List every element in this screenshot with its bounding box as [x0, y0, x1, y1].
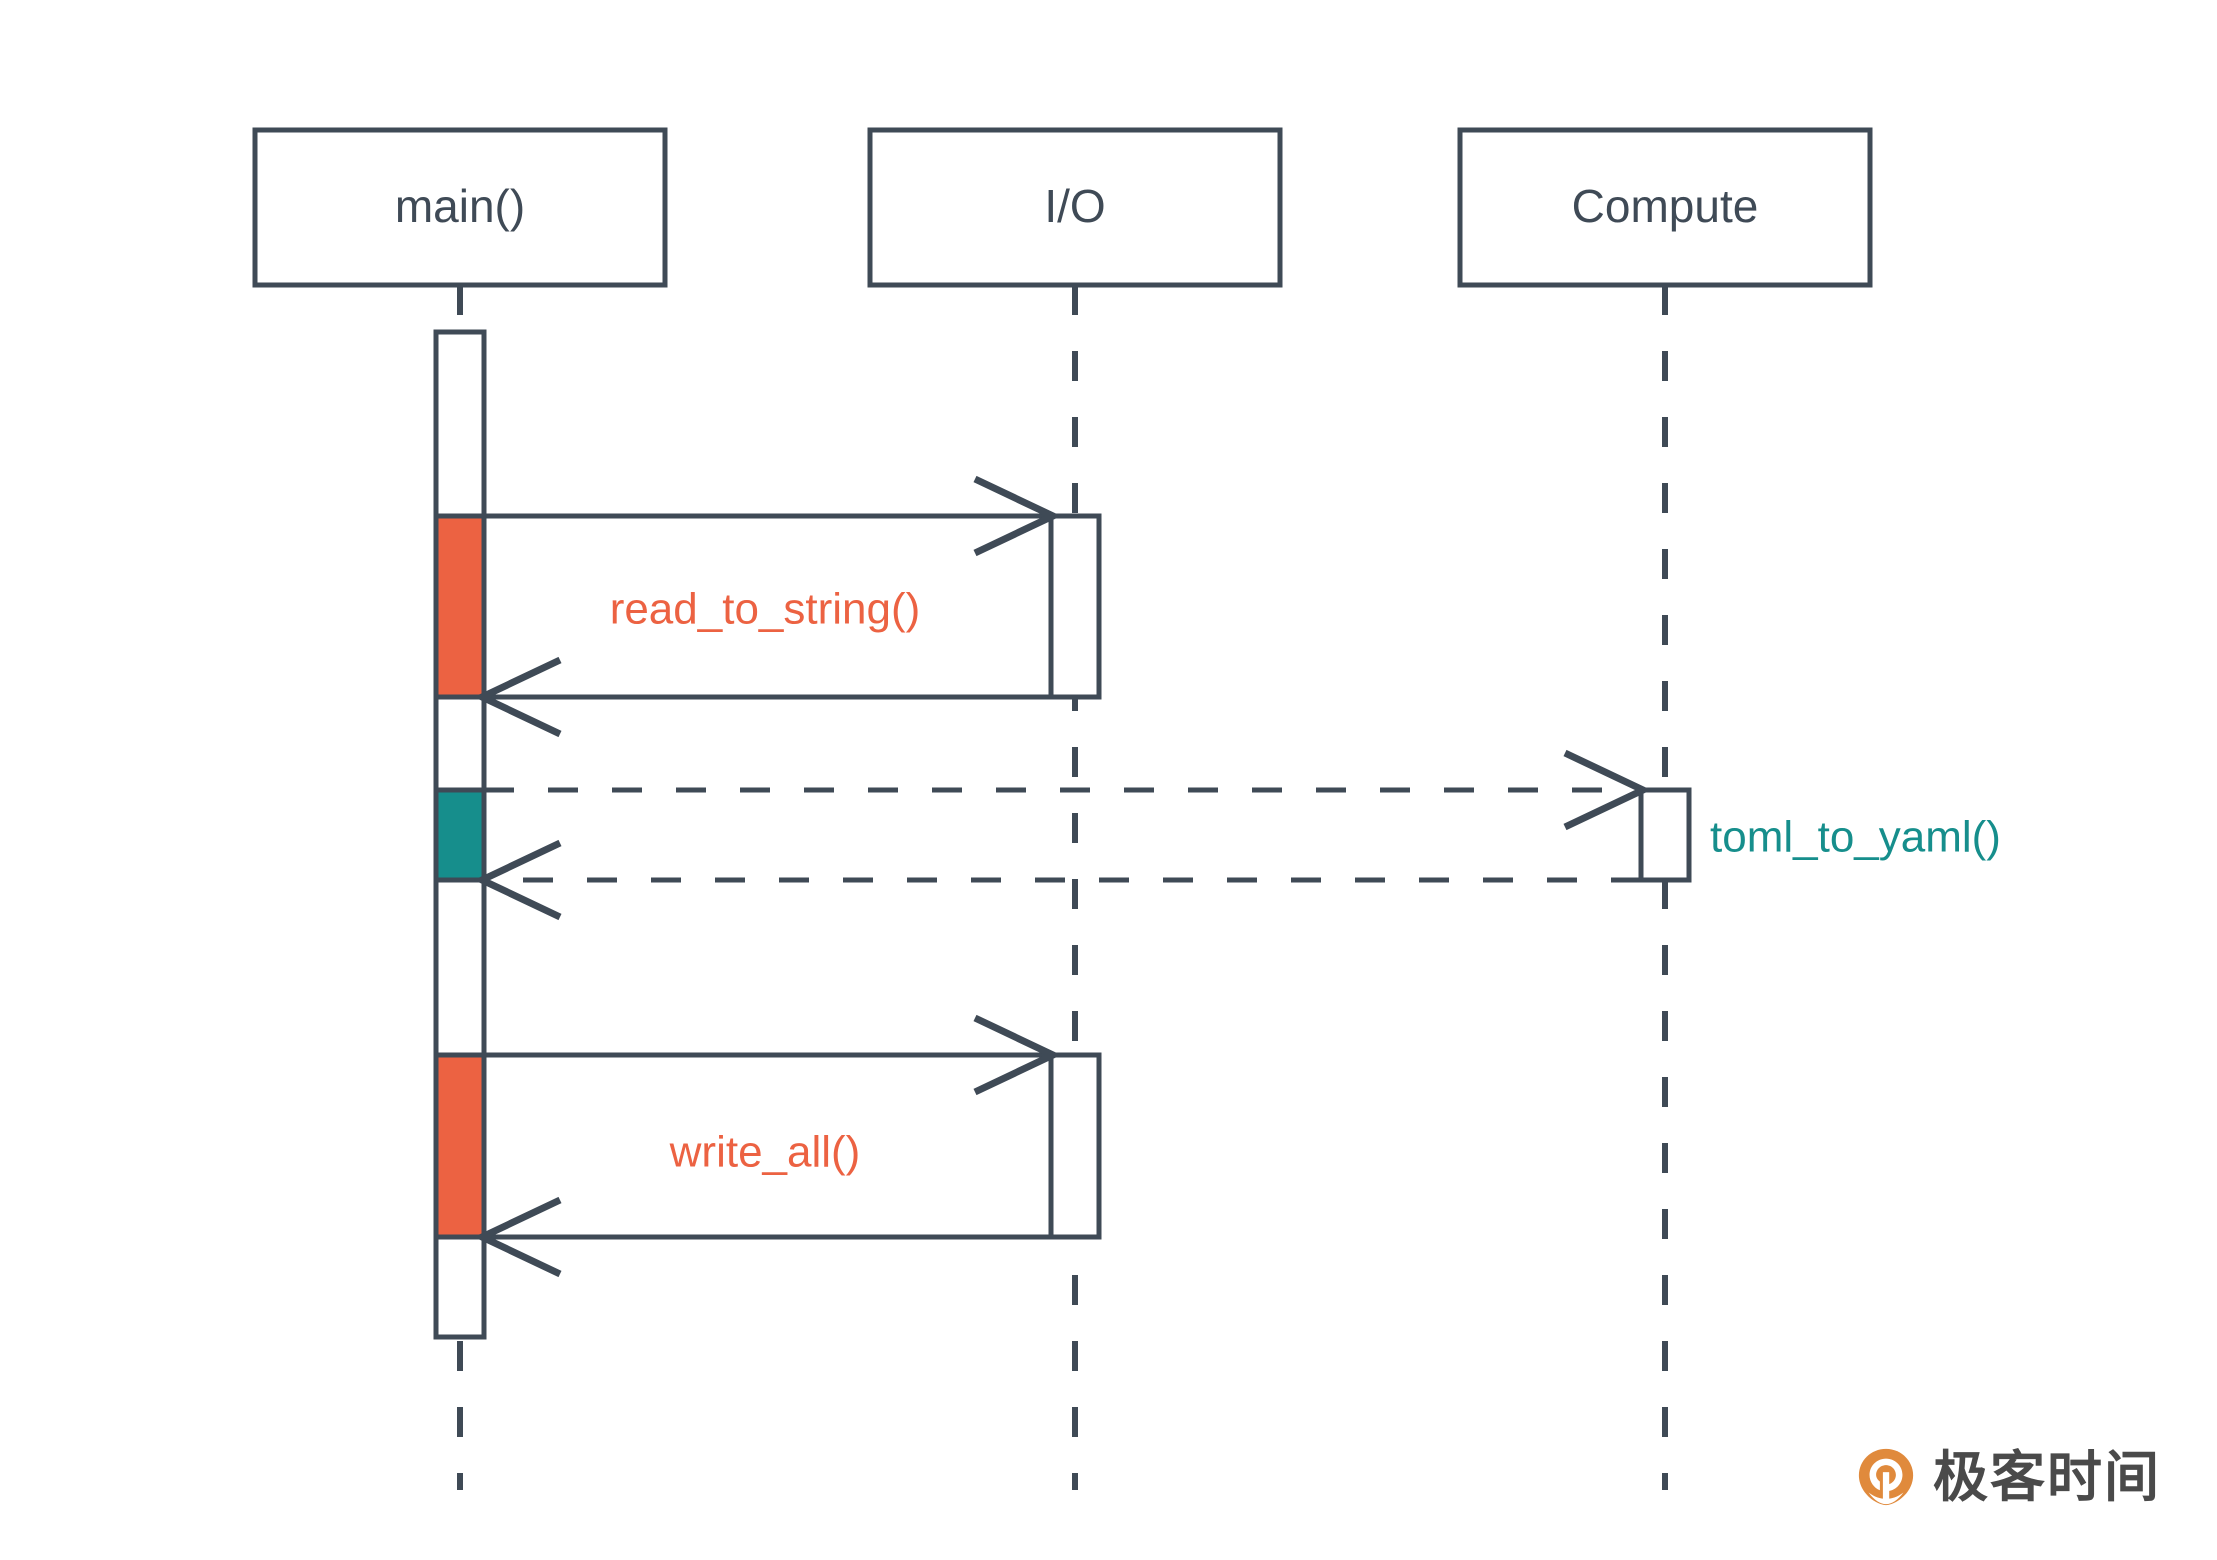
message-write-all-call[interactable]: write_all(): [484, 1014, 1062, 1177]
message-toml-to-yaml-return[interactable]: [473, 839, 1641, 921]
lifelines-group: [457, 285, 1668, 1490]
participant-compute[interactable]: Compute: [1457, 127, 1873, 288]
activation-segment-read-to-string[interactable]: [433, 513, 487, 700]
message-read-to-string-return[interactable]: [473, 656, 1051, 738]
watermark-text: 极客时间: [1932, 1444, 2161, 1509]
message-write-all-return[interactable]: [473, 1196, 1051, 1278]
message-label-read-to-string: read_to_string(): [610, 585, 921, 634]
watermark: 极客时间: [1855, 1446, 2161, 1508]
arrow-head-left-icon: [473, 1196, 562, 1278]
participant-compute-box: [1457, 127, 1873, 288]
arrow-head-right-icon: [973, 1014, 1062, 1096]
activation-segment-write-all[interactable]: [433, 1052, 487, 1240]
message-toml-to-yaml-call[interactable]: toml_to_yaml(): [484, 749, 2001, 862]
participant-main-box: [252, 127, 668, 288]
activation-segment-toml-to-yaml[interactable]: [433, 787, 487, 883]
geektime-logo-icon: [1858, 1448, 1914, 1506]
activation-bar-io-write[interactable]: [1048, 1052, 1102, 1240]
arrow-head-left-icon: [473, 656, 562, 738]
participant-main-label: main(): [395, 180, 525, 232]
participant-io[interactable]: I/O: [867, 127, 1283, 288]
participant-compute-label: Compute: [1572, 180, 1759, 232]
participant-io-label: I/O: [1044, 180, 1105, 232]
message-read-to-string-call[interactable]: read_to_string(): [484, 475, 1062, 634]
message-label-write-all: write_all(): [669, 1128, 861, 1177]
messages-group: read_to_string() toml_to_yaml(): [473, 475, 2001, 1278]
activation-bar-io-read[interactable]: [1048, 513, 1102, 700]
activation-bar-compute-toml[interactable]: [1638, 787, 1692, 883]
participant-main[interactable]: main(): [252, 127, 668, 288]
arrow-head-left-icon: [473, 839, 562, 921]
activations-group: [433, 329, 1692, 1340]
participant-io-box: [867, 127, 1283, 288]
participants-group: main() I/O Compute: [252, 127, 1873, 288]
message-label-toml-to-yaml: toml_to_yaml(): [1710, 813, 2001, 862]
arrow-head-right-icon: [1563, 749, 1652, 831]
arrow-head-right-icon: [973, 475, 1062, 557]
